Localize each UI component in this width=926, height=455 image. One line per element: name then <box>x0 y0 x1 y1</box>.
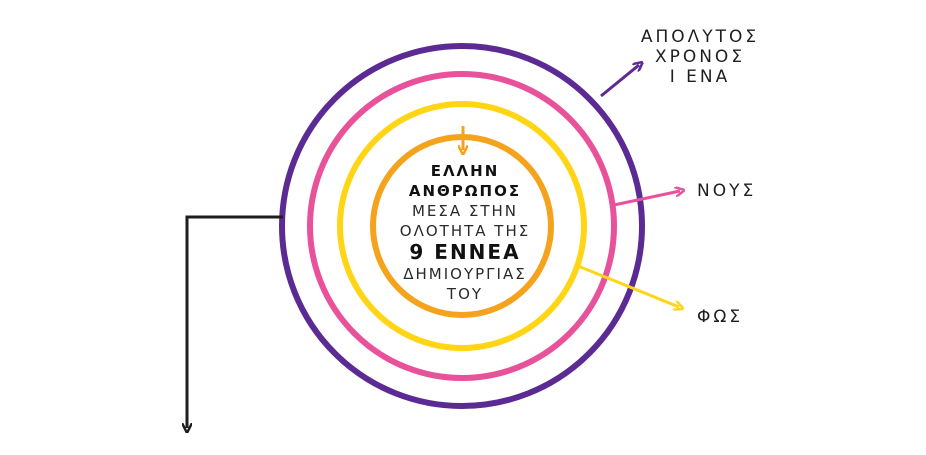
center-line-3: ΜΕΣΑ ΣΤΗΝ <box>412 202 518 220</box>
ring-pink <box>307 71 617 381</box>
center-line-4: ΟΛΟΤΗΤΑ ΤΗΣ <box>400 222 530 240</box>
center-line-7: ΤΟΥ <box>446 285 483 303</box>
label-nous: ΝΟΥΣ <box>697 181 756 201</box>
label-apolytos: ΑΠΟΛΥΤΟΣ <box>641 27 759 47</box>
label-fos: ΦΩΣ <box>697 307 743 327</box>
ring-yellow <box>337 101 587 351</box>
center-line-5: 9 ΕΝΝΕΑ <box>409 240 520 264</box>
arrow-purple <box>600 65 639 98</box>
center-line-2: ΑΝΘΡΩΠΟΣ <box>409 182 521 200</box>
center-line-6: ΔΗΜΙΟΥΡΓΙΑΣ <box>403 265 526 283</box>
arrow-pink <box>613 191 680 207</box>
center-line-1: ΕΛΛΗΝ <box>431 162 500 180</box>
label-i-ena: Ι ΕΝΑ <box>670 67 731 87</box>
arrow-yellow <box>577 264 679 307</box>
label-xronos: ΧΡΟΝΟΣ <box>655 47 745 67</box>
outer-ring-purple <box>279 43 645 409</box>
arrow-black-elbow <box>187 215 283 428</box>
